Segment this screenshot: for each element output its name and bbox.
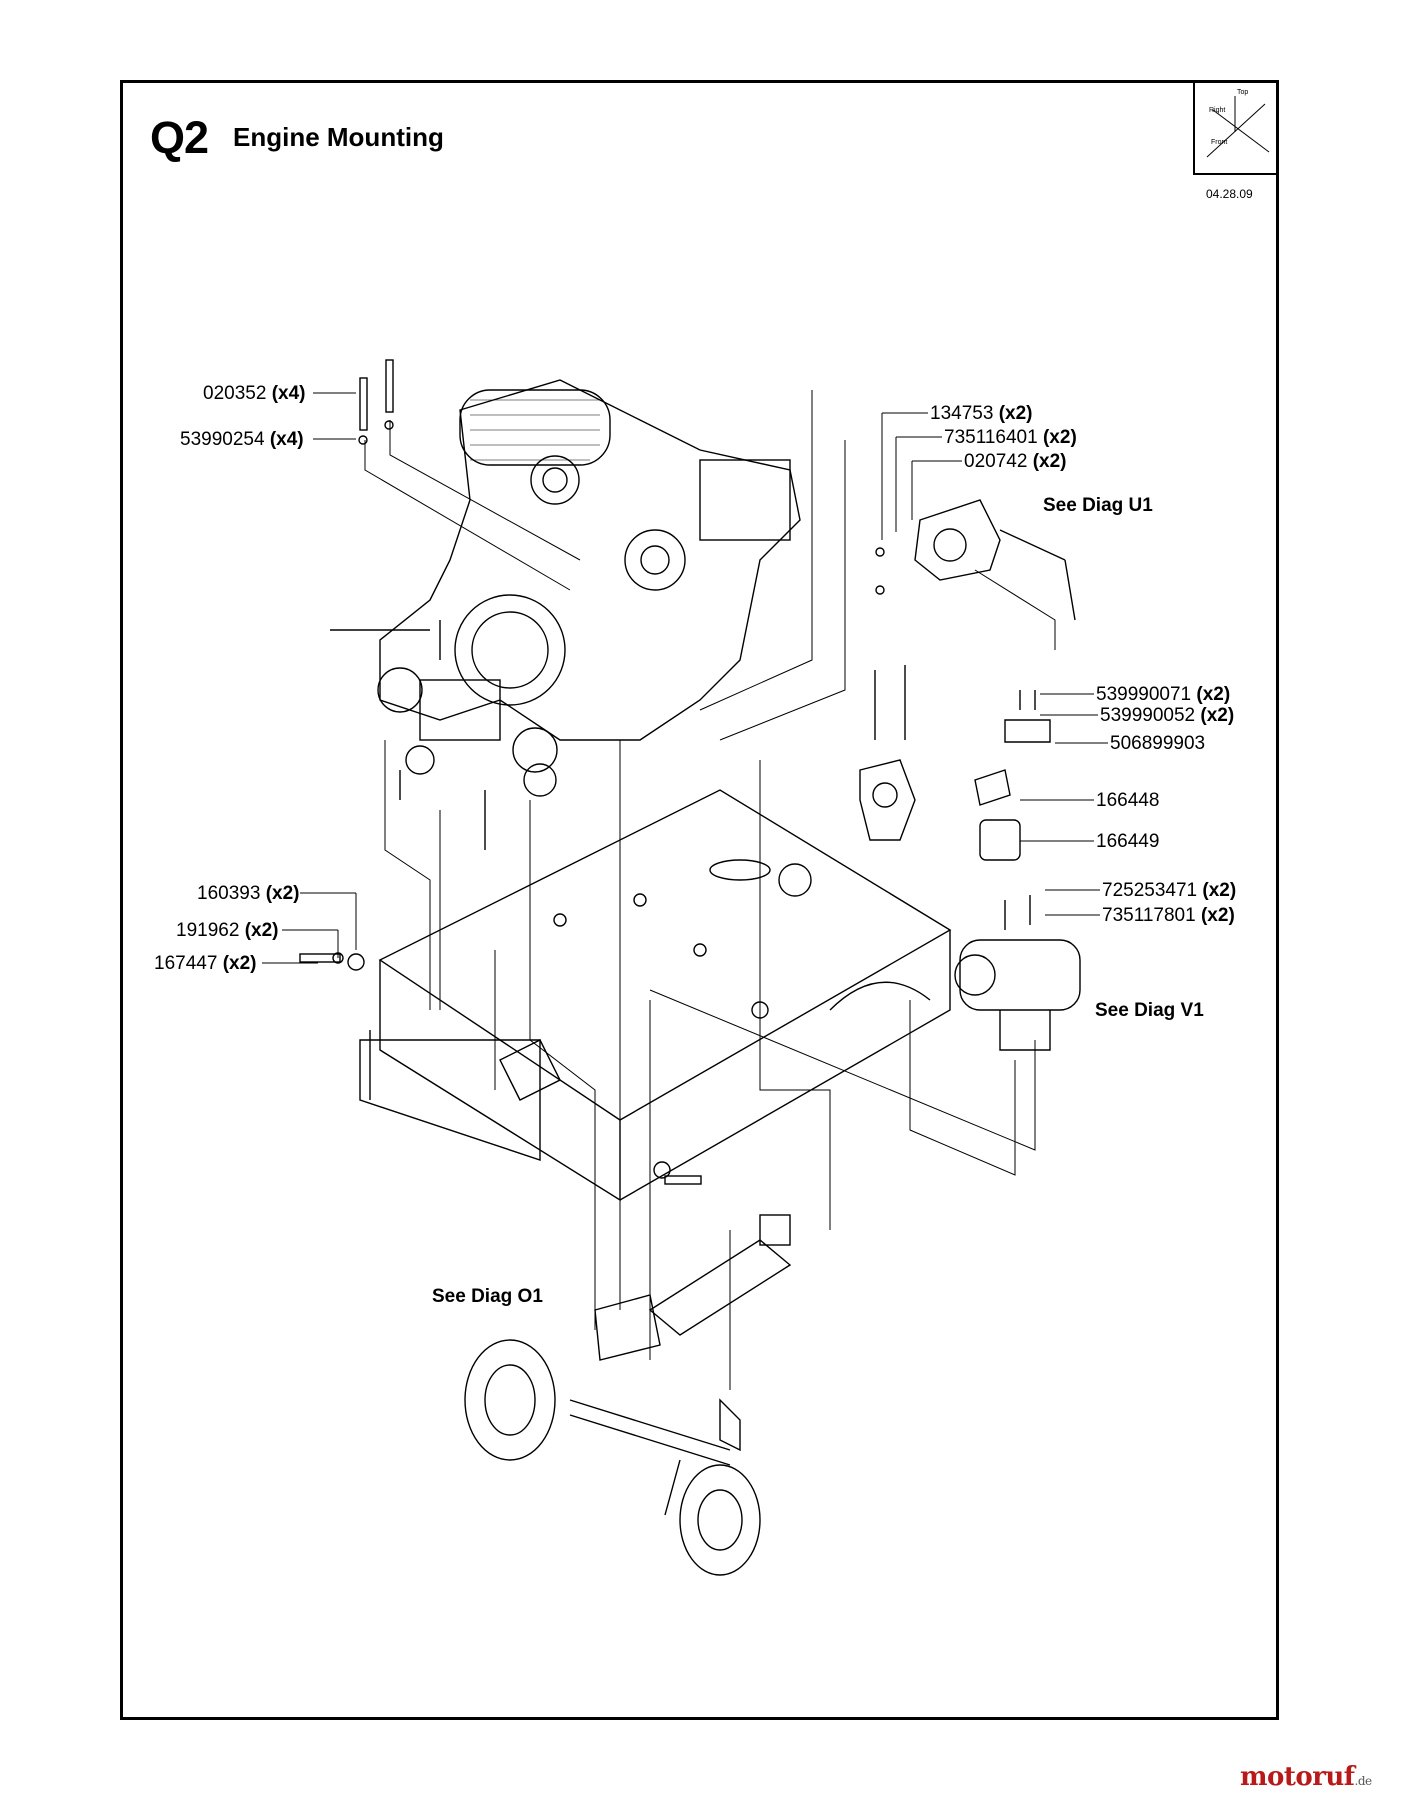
callout-539990052: 539990052 (x2) — [1100, 705, 1235, 726]
callout-191962: 191962 (x2) — [176, 920, 279, 941]
callout-735117801: 735117801 (x2) — [1102, 905, 1235, 926]
side-bolts — [299, 952, 702, 1185]
center-mount — [859, 665, 916, 841]
orientation-icon: Top Right Front — [1206, 89, 1270, 158]
callout-53990254: 53990254 (x4) — [180, 429, 304, 450]
ref-diag-o1[interactable]: See Diag O1 — [432, 1286, 543, 1307]
caster-assembly — [464, 1214, 792, 1576]
leader-lines — [262, 392, 1108, 964]
section-code: Q2 — [150, 112, 209, 163]
pump-assembly — [875, 499, 1076, 621]
axis-right-label: Right — [1209, 107, 1225, 114]
callout-020742: 020742 (x2) — [964, 451, 1067, 472]
callout-160393: 160393 (x2) — [197, 883, 300, 904]
starter-assembly — [954, 895, 1081, 1051]
orientation-box: Top Right Front — [1193, 82, 1277, 175]
callout-725253471: 725253471 (x2) — [1102, 880, 1237, 901]
watermark-logo: motoruf.de — [1240, 1762, 1372, 1792]
callout-735116401: 735116401 (x2) — [944, 427, 1077, 448]
chassis-frame — [359, 789, 952, 1202]
ref-diag-u1[interactable]: See Diag U1 — [1043, 495, 1153, 516]
callout-506899903: 506899903 — [1110, 733, 1206, 754]
engine-bolts — [358, 359, 394, 445]
engine-assembly — [330, 379, 801, 850]
axis-top-label: Top — [1237, 89, 1248, 96]
callout-166449: 166449 — [1096, 831, 1160, 852]
callout-020352: 020352 (x4) — [203, 383, 306, 404]
callout-539990071: 539990071 (x2) — [1096, 684, 1231, 705]
callout-167447: 167447 (x2) — [154, 953, 257, 974]
diagram-frame — [120, 80, 1279, 1720]
bracket-assembly — [974, 690, 1051, 861]
callout-166448: 166448 — [1096, 790, 1160, 811]
axis-front-label: Front — [1211, 139, 1227, 146]
ref-diag-v1[interactable]: See Diag V1 — [1095, 1000, 1204, 1021]
page-title: Engine Mounting — [233, 122, 444, 152]
revision-date: 04.28.09 — [1206, 187, 1253, 201]
projection-lines — [364, 390, 1056, 1390]
callout-134753: 134753 (x2) — [930, 403, 1033, 424]
